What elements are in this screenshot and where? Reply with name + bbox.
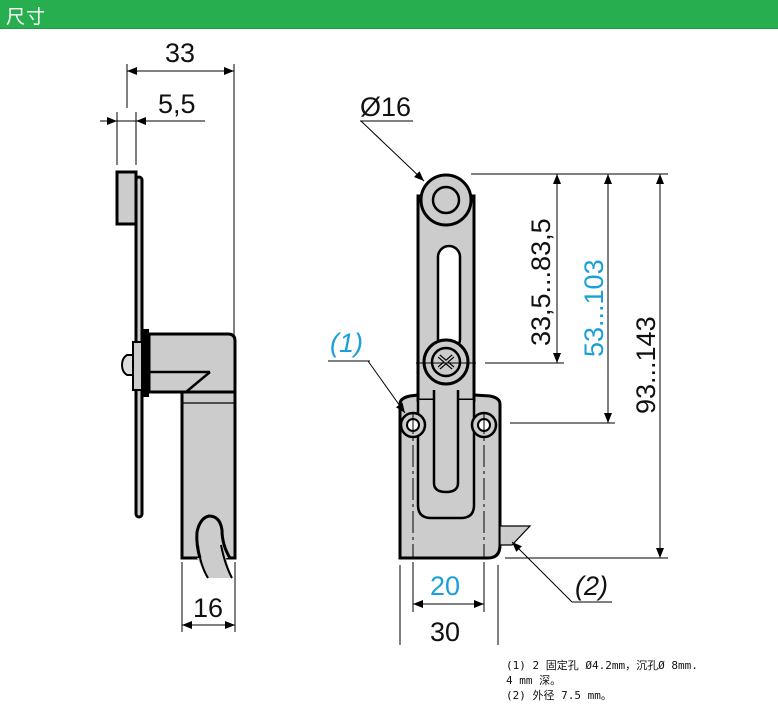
footnote-2: (2) 外径 7.5 mm。 (506, 689, 612, 702)
callout-1-label: (1) (330, 328, 363, 358)
callout-2-label: (2) (575, 571, 608, 601)
dim-lever-adjust-label: 33,5...83,5 (526, 218, 556, 346)
dim-mount-height-label: 53...103 (579, 259, 609, 357)
dim-33-label: 33 (165, 38, 195, 68)
side-view: 33 5,5 16 (100, 38, 237, 632)
footnotes: (1) 2 固定孔 Ø4.2mm，沉孔Ø 8mm. 4 mm 深。 (2) 外径… (506, 658, 698, 703)
dim-16-label: 16 (193, 593, 223, 623)
footnote-1: (1) 2 固定孔 Ø4.2mm，沉孔Ø 8mm. (506, 659, 698, 672)
footnote-1-cont: 4 mm 深。 (506, 674, 562, 687)
dim-hole-spacing-label: 20 (430, 571, 460, 601)
section-title: 尺寸 (6, 6, 47, 28)
dim-overall-height-label: 93...143 (631, 316, 661, 414)
dim-5-5-label: 5,5 (158, 89, 196, 119)
dim-diameter-16-label: Ø16 (360, 92, 411, 122)
front-view: Ø16 (1) (2) (328, 92, 668, 647)
section-header: 尺寸 (0, 0, 778, 29)
dim-body-width-label: 30 (430, 617, 460, 647)
